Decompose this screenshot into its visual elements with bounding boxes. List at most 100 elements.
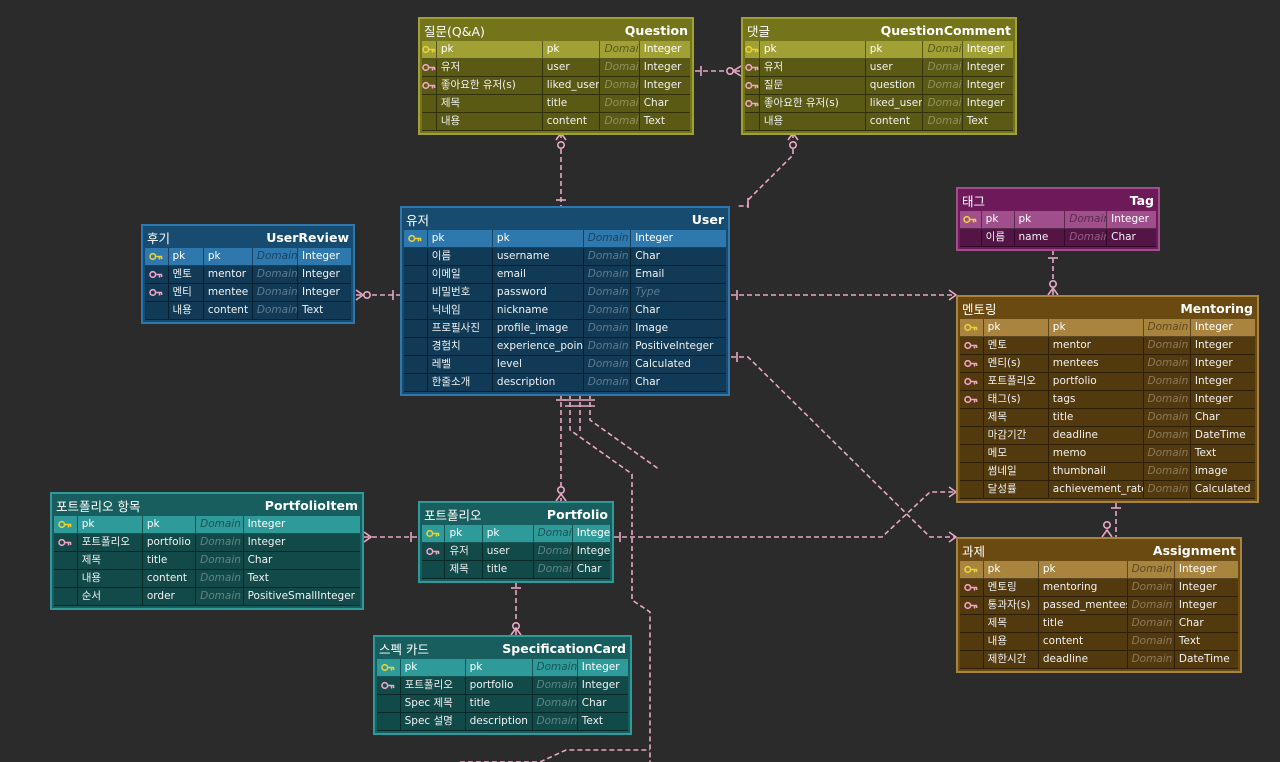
table-portfolio[interactable]: 포트폴리오PortfoliopkpkDomainInteger유저userDom… (418, 501, 614, 583)
link-comment-user-circle (788, 141, 797, 150)
foreign-key-icon (745, 63, 759, 72)
primary-key-icon (58, 520, 72, 529)
row-domain: Domain (1127, 597, 1175, 615)
row-label: pk (168, 248, 204, 266)
row-domain: Domain (923, 95, 963, 113)
table-row[interactable]: 유저userDomainInteger (422, 59, 690, 77)
row-domain: Domain (583, 248, 632, 266)
table-question[interactable]: 질문(Q&A)QuestionpkpkDomainInteger유저userDo… (418, 17, 694, 135)
table-label: 댓글 (747, 23, 771, 39)
row-domain: Domain (600, 41, 640, 59)
table-row[interactable]: 질문questionDomainInteger (745, 77, 1013, 95)
row-field-name: content (542, 113, 601, 131)
row-domain: Domain (532, 659, 578, 677)
table-row[interactable]: 유저userDomainInteger (422, 543, 610, 561)
row-domain: Domain (252, 302, 299, 320)
foreign-key-icon (149, 270, 163, 279)
row-field-name: content (142, 570, 197, 588)
foreign-key-icon (964, 601, 978, 610)
row-type: DateTime (1174, 651, 1238, 669)
row-field-name: liked_user (865, 95, 924, 113)
table-model-name: User (691, 211, 724, 227)
row-label: 메모 (983, 445, 1049, 463)
row-label: 멘티(s) (983, 355, 1049, 373)
row-type: Image (631, 320, 726, 338)
table-model-name: SpecificationCard (502, 640, 626, 656)
row-label: 내용 (168, 302, 204, 320)
table-question-comment[interactable]: 댓글QuestionCommentpkpkDomainInteger유저user… (741, 17, 1017, 135)
row-field-name: pk (1048, 319, 1144, 337)
table-row[interactable]: 유저userDomainInteger (745, 59, 1013, 77)
row-label: 유저 (759, 59, 866, 77)
row-domain: Domain (533, 525, 573, 543)
row-type: Integer (639, 77, 690, 95)
link-question-comment-circle (725, 67, 734, 76)
row-field-name: question (865, 77, 924, 95)
row-type: Integer (962, 77, 1013, 95)
table-row[interactable]: 좋아요한 유저(s)liked_userDomainInteger (422, 77, 690, 95)
row-domain: Domain (1143, 409, 1191, 427)
row-label: 제목 (445, 561, 483, 579)
row-label: 제목 (983, 409, 1049, 427)
table-model-name: Assignment (1152, 542, 1236, 558)
table-row[interactable]: 좋아요한 유저(s)liked_userDomainInteger (745, 95, 1013, 113)
link-user-down-2 (589, 394, 661, 471)
table-model-name: Question (624, 22, 688, 38)
